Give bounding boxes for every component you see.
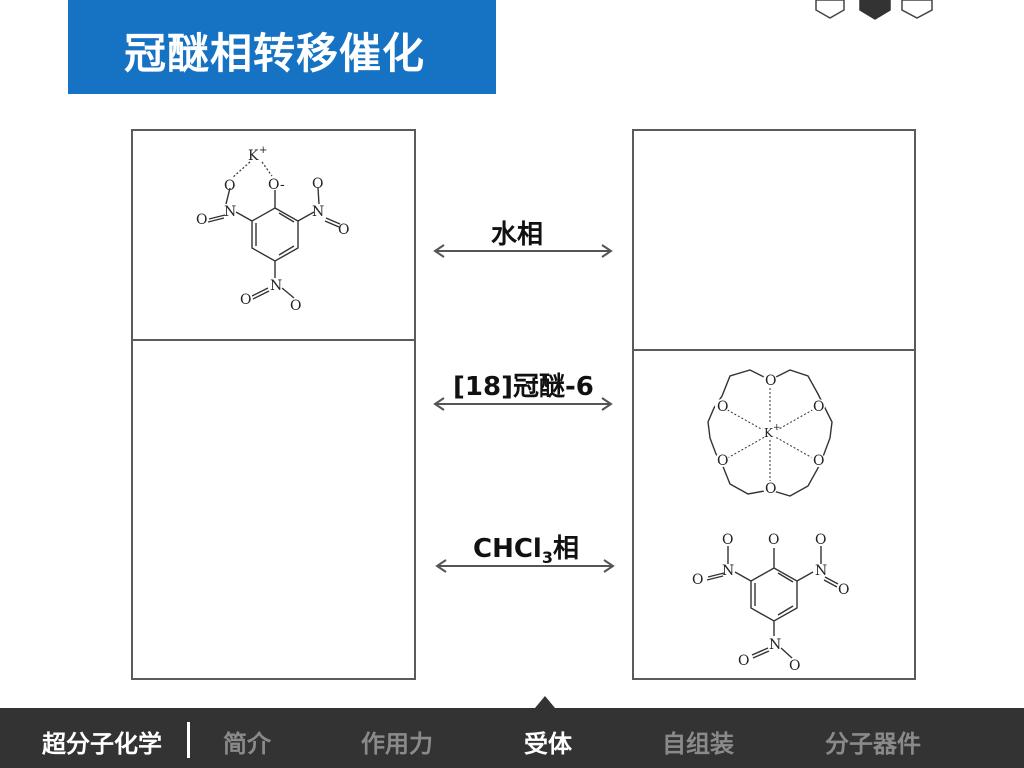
crown-o-2: O [717,399,728,415]
crown-o-5: O [813,453,824,469]
o-text-left-2: O [196,212,207,228]
hexagon-outline-left-icon [815,0,845,19]
double-arrow-icon [435,559,615,573]
double-arrow-icon [433,397,613,411]
right-phase-divider [632,349,916,351]
picric-o-top: O [768,532,779,548]
chcl3-tail-text: 相 [552,534,579,564]
o-text-left: O [224,178,235,194]
picric-n-right: N [815,563,827,579]
nav-item-self-assembly[interactable]: 自组装 [662,730,734,758]
water-phase-label: 水相 [491,220,544,250]
o-text-right-top: O [312,176,323,192]
crown-o-1: O [765,373,776,389]
hexagon-decoration-icon [815,0,933,20]
left-beaker-panel [131,129,416,680]
picric-o-left: O [692,572,703,588]
picric-n-left: N [722,563,734,579]
o-minus-text: O- [268,177,285,193]
chcl3-subscript: 3 [541,548,553,567]
nav-separator [187,722,190,758]
nav-brand: 超分子化学 [42,730,162,758]
picric-o-bottom-right: O [789,658,800,674]
crown-o-4: O [717,453,728,469]
crown-ether-label: [18]冠醚-6 [453,372,594,402]
picric-n-bottom: N [769,637,781,653]
n-text-right: N [312,204,324,220]
nav-item-forces[interactable]: 作用力 [361,730,433,758]
picric-o-right-top: O [815,532,826,548]
crown-o-3: O [813,399,824,415]
crown-k-ion: K [764,426,774,440]
hexagon-outline-right-icon [901,0,933,19]
right-beaker-panel [632,129,916,680]
chcl3-phase-label: CHCl3相 [473,528,579,567]
slide-title: 冠醚相转移催化 [124,29,426,78]
picric-acid-molecule: O O N O O N O N O O [692,532,849,674]
o-text-bottom-left: O [240,292,251,308]
o-text-bottom-right: O [290,298,301,314]
n-text-bottom: N [270,278,282,294]
crown-k-plus: + [773,423,781,433]
active-nav-pointer-icon [535,696,555,708]
hexagon-filled-icon [859,0,891,20]
k-ion-text: K [248,148,259,164]
nav-item-molecular-devices[interactable]: 分子器件 [825,730,921,758]
left-phase-divider [131,339,416,341]
chcl3-main-text: CHCl [473,534,542,564]
nav-item-receptor[interactable]: 受体 [524,730,572,758]
picric-o-bottom-left: O [738,653,749,669]
crown-ether-k-complex-molecule: O O O O O O K + [707,369,833,497]
picric-o-left-top: O [722,532,733,548]
potassium-picrate-molecule: K + O O- N O O N O N O O [196,145,349,314]
n-text-left: N [224,204,236,220]
o-text-right: O [338,222,349,238]
nav-item-intro[interactable]: 简介 [223,730,271,758]
double-arrow-icon [433,244,613,258]
title-bar: 冠醚相转移催化 [68,0,496,94]
bottom-nav-bar: 超分子化学 简介 作用力 受体 自组装 分子器件 [0,708,1024,768]
crown-o-6: O [765,481,776,497]
k-plus-text: + [259,145,267,156]
picric-o-right: O [838,582,849,598]
